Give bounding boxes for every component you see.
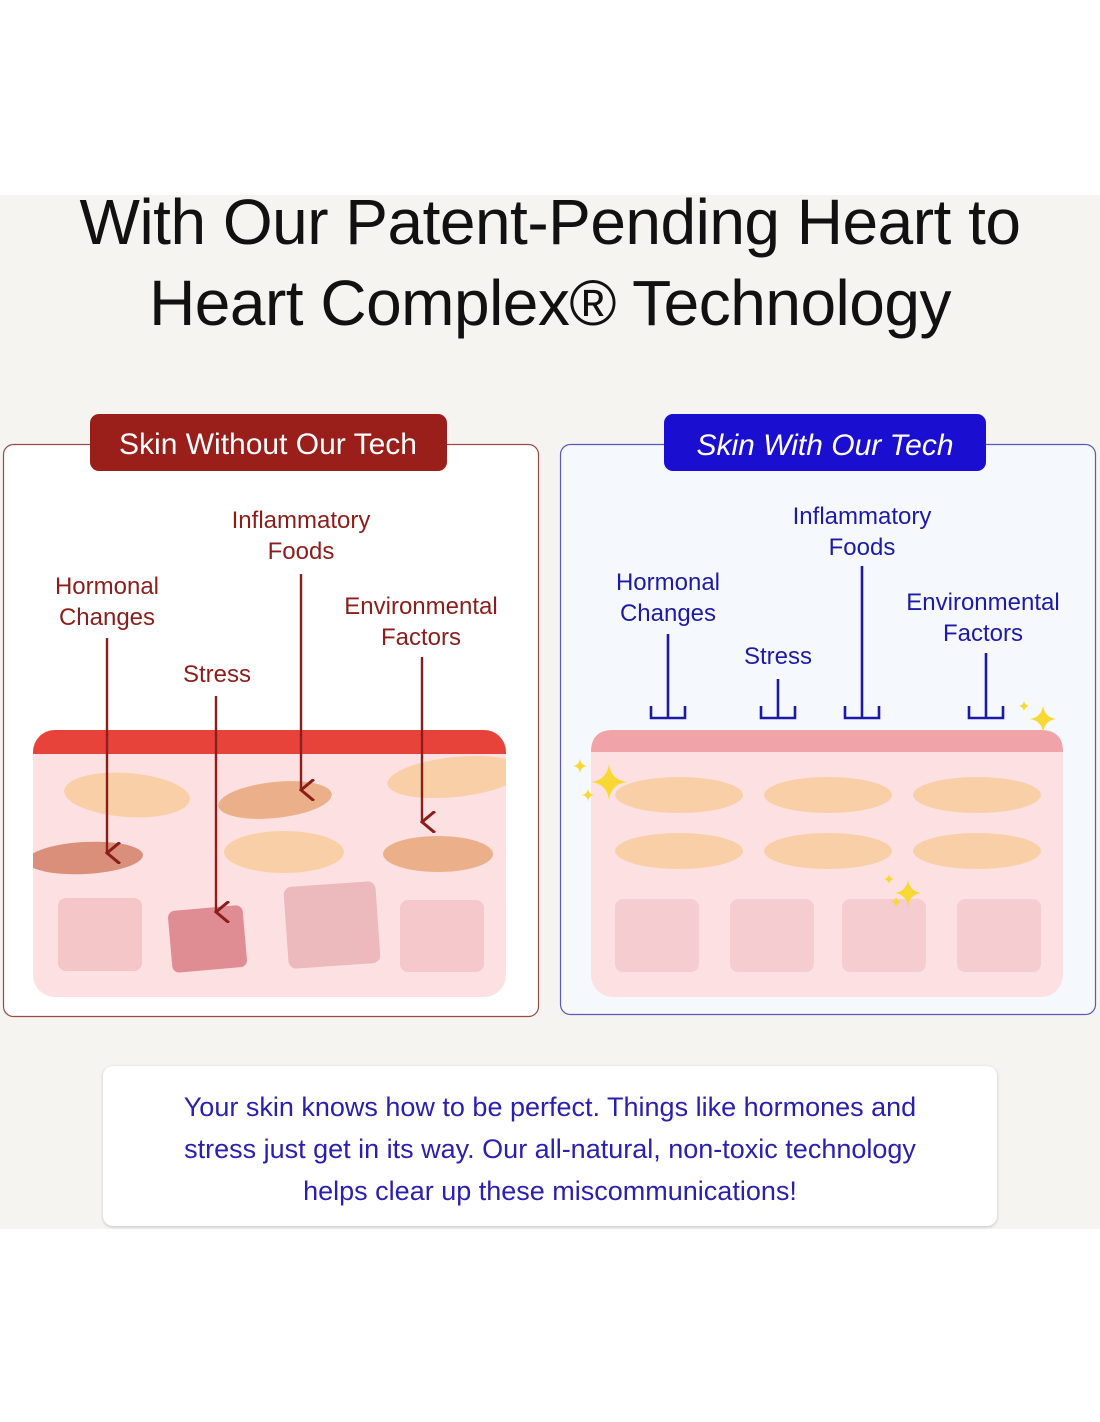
label-hormonal-1: Hormonal bbox=[55, 573, 159, 600]
skin-block bbox=[957, 899, 1041, 972]
blocked-signal-icon bbox=[649, 634, 687, 720]
left-panel: Hormonal Changes Inflammatory Foods Envi… bbox=[2, 414, 540, 1018]
skin-cell-damaged bbox=[383, 836, 493, 872]
blocked-signal-icon bbox=[967, 653, 1005, 720]
label-inflammatory-1: Inflammatory bbox=[793, 503, 932, 530]
label-hormonal-2: Changes bbox=[620, 600, 716, 627]
left-arrows bbox=[107, 574, 422, 912]
skin-block-damaged bbox=[168, 905, 247, 973]
skin-block bbox=[615, 899, 699, 972]
label-stress: Stress bbox=[744, 643, 812, 670]
label-stress: Stress bbox=[183, 661, 251, 688]
headline-line-2: Heart Complex® Technology bbox=[149, 267, 951, 339]
blocked-signal-icon bbox=[843, 566, 881, 720]
label-hormonal-1: Hormonal bbox=[616, 569, 720, 596]
right-labels: Hormonal Changes Inflammatory Foods Envi… bbox=[616, 503, 1060, 670]
skin-cell bbox=[64, 772, 190, 818]
label-hormonal-2: Changes bbox=[59, 604, 155, 631]
left-panel-title: Skin Without Our Tech bbox=[119, 428, 417, 461]
skin-cell bbox=[615, 833, 743, 869]
skin-block bbox=[283, 881, 381, 969]
right-panel: Hormonal Changes Inflammatory Foods Envi… bbox=[559, 414, 1097, 1016]
label-environmental-1: Environmental bbox=[344, 593, 497, 620]
blocked-signal-icon bbox=[759, 679, 797, 720]
skin-cell bbox=[224, 831, 344, 873]
skin-top-layer-healthy bbox=[591, 730, 1063, 752]
label-inflammatory-2: Foods bbox=[268, 538, 335, 565]
label-inflammatory-1: Inflammatory bbox=[232, 507, 371, 534]
skin-block bbox=[730, 899, 814, 972]
caption-line-2: stress just get in its way. Our all-natu… bbox=[184, 1134, 916, 1164]
label-environmental-1: Environmental bbox=[906, 589, 1059, 616]
skin-top-layer-inflamed bbox=[33, 730, 506, 754]
left-skin-illustration bbox=[33, 730, 506, 997]
label-environmental-2: Factors bbox=[943, 620, 1023, 647]
skin-block bbox=[842, 899, 926, 972]
skin-block bbox=[58, 898, 142, 971]
label-inflammatory-2: Foods bbox=[829, 534, 896, 561]
skin-cell bbox=[764, 777, 892, 813]
caption-line-1: Your skin knows how to be perfect. Thing… bbox=[183, 1092, 917, 1122]
label-environmental-2: Factors bbox=[381, 624, 461, 651]
caption-card: Your skin knows how to be perfect. Thing… bbox=[103, 1066, 997, 1226]
right-title-pill bbox=[664, 414, 986, 471]
headline-line-1: With Our Patent-Pending Heart to bbox=[79, 186, 1021, 258]
skin-cell bbox=[764, 833, 892, 869]
right-skin-illustration bbox=[591, 730, 1063, 997]
left-title-pill bbox=[90, 414, 447, 471]
skin-cell bbox=[615, 777, 743, 813]
right-blockers bbox=[649, 566, 1005, 720]
left-labels: Hormonal Changes Inflammatory Foods Envi… bbox=[55, 507, 498, 688]
skin-cell bbox=[913, 777, 1041, 813]
skin-block bbox=[400, 900, 484, 972]
skin-cell bbox=[913, 833, 1041, 869]
right-panel-title: Skin With Our Tech bbox=[696, 429, 953, 462]
caption-line-3: helps clear up these miscommunications! bbox=[303, 1176, 797, 1206]
